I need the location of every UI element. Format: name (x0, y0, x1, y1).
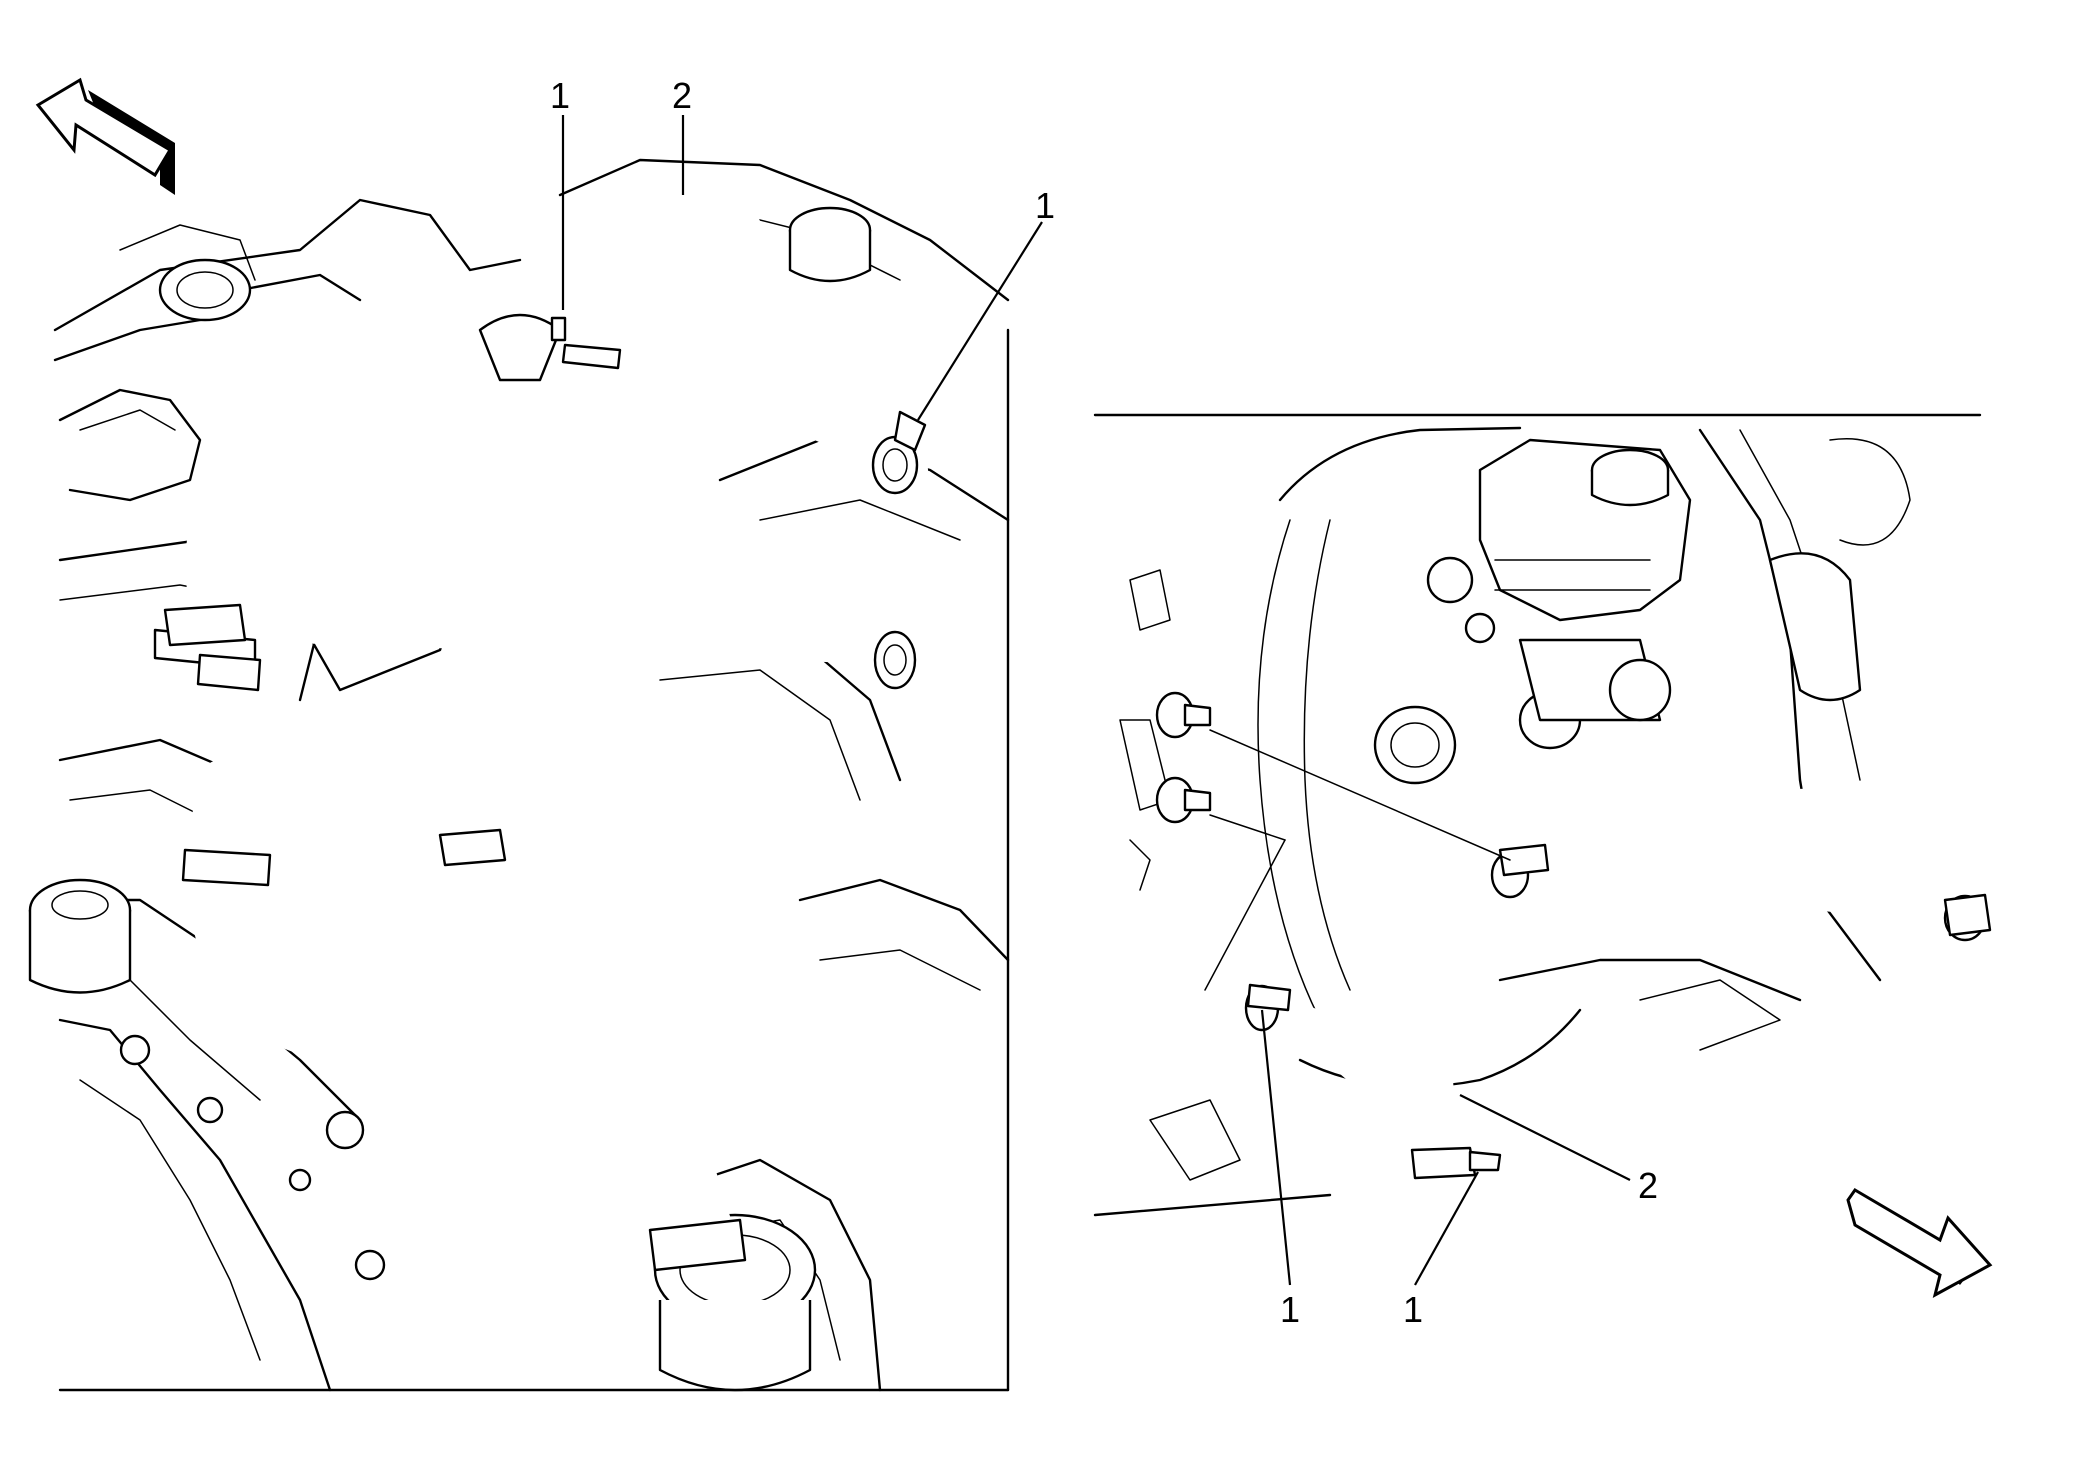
bypass-hose (153, 414, 930, 692)
heater-hose-lower-right (1242, 983, 1502, 1180)
left-callout-group: 1 2 1 (550, 75, 1055, 421)
lower-radiator-hose (181, 682, 836, 1272)
front-direction-arrow-icon (1846, 1188, 1993, 1298)
left-callout-2: 2 (672, 75, 692, 116)
upper-radiator-hose (550, 177, 928, 495)
right-booster-view: 2 1 1 (1093, 413, 1993, 1330)
right-callout-1b: 1 (1403, 1289, 1423, 1330)
heater-hose-upper-right (1490, 784, 1992, 942)
left-callout-1a: 1 (550, 75, 570, 116)
connector-line-lower-2 (1204, 839, 1286, 991)
connector-line-upper (1209, 729, 1511, 861)
heater-hose-left (163, 603, 247, 647)
left-engine-view: 1 2 1 (28, 75, 1055, 1392)
front-direction-arrow-icon (35, 77, 175, 195)
right-callout-1a: 1 (1280, 1289, 1300, 1330)
brake-booster-outline (1119, 426, 1911, 1181)
right-callout-2: 2 (1638, 1165, 1658, 1206)
connector-line-lower (1209, 814, 1286, 841)
left-callout-1b: 1 (1035, 185, 1055, 226)
right-callout-group: 2 1 1 (1260, 1009, 1658, 1330)
